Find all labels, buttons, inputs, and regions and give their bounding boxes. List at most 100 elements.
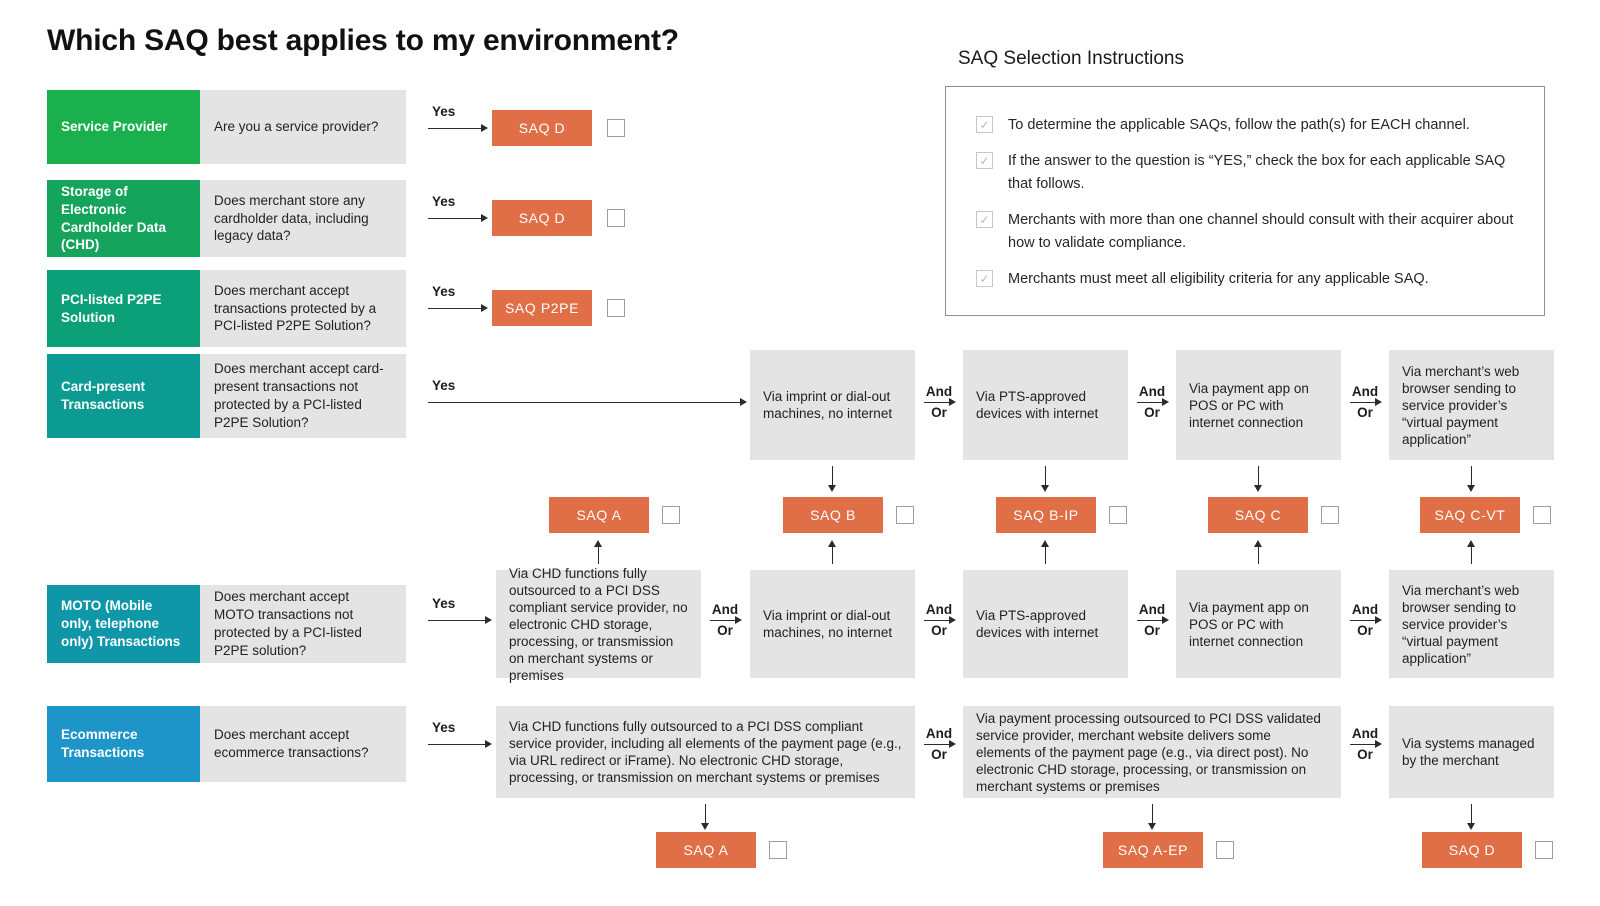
page-title: Which SAQ best applies to my environment… — [47, 24, 679, 57]
and-or-arrow — [710, 615, 742, 624]
saq-c-vt-checkbox[interactable] — [1533, 506, 1551, 524]
instruction-text: Merchants with more than one channel sho… — [1008, 212, 1514, 251]
up-arrow — [828, 540, 837, 564]
moto-option-outsourced: Via CHD functions fully outsourced to a … — [496, 566, 701, 683]
moto-option-payment-app: Via payment app on POS or PC with intern… — [1176, 570, 1341, 678]
card-present-option-payment-app: Via payment app on POS or PC with intern… — [1176, 350, 1341, 460]
down-arrow — [701, 804, 710, 830]
channel-question-card-present: Does merchant accept card-present transa… — [200, 354, 406, 438]
yes-label: Yes — [432, 284, 456, 299]
and-or-arrow — [1350, 397, 1382, 406]
saq-d-checkbox-service-provider[interactable] — [607, 119, 625, 137]
and-or-arrow — [924, 739, 956, 748]
yes-arrow — [428, 740, 492, 749]
yes-label: Yes — [432, 104, 456, 119]
checked-checkbox-icon: ✓ — [976, 270, 993, 287]
down-arrow — [1148, 804, 1157, 830]
and-or-arrow — [924, 397, 956, 406]
and-or-arrow — [1350, 739, 1382, 748]
saq-b-ip-checkbox[interactable] — [1109, 506, 1127, 524]
saq-c-box: SAQ C — [1208, 497, 1308, 533]
yes-arrow — [428, 124, 488, 133]
channel-label-storage-chd: Storage of Electronic Cardholder Data (C… — [47, 180, 200, 257]
card-present-option-web-browser: Via merchant’s web browser sending to se… — [1389, 350, 1554, 460]
and-or-connector: And Or — [924, 602, 956, 638]
saq-b-box: SAQ B — [783, 497, 883, 533]
instruction-item: ✓ Merchants must meet all eligibility cr… — [976, 268, 1516, 291]
channel-question-storage-chd: Does merchant store any cardholder data,… — [200, 180, 406, 257]
and-or-arrow — [1137, 615, 1169, 624]
yes-label: Yes — [432, 378, 456, 393]
ecommerce-option-merchant-systems: Via systems managed by the merchant — [1389, 706, 1554, 798]
instructions-title: SAQ Selection Instructions — [958, 48, 1184, 69]
instructions-panel: ✓ To determine the applicable SAQs, foll… — [945, 86, 1545, 316]
and-or-arrow — [1137, 397, 1169, 406]
saq-b-ip-box: SAQ B-IP — [996, 497, 1096, 533]
moto-option-pts: Via PTS-approved devices with internet — [963, 570, 1128, 678]
yes-arrow — [428, 616, 492, 625]
yes-label: Yes — [432, 194, 456, 209]
saq-c-checkbox[interactable] — [1321, 506, 1339, 524]
channel-question-moto: Does merchant accept MOTO transactions n… — [200, 585, 406, 663]
instruction-item: ✓ To determine the applicable SAQs, foll… — [976, 114, 1516, 137]
check-icon: ✓ — [979, 212, 990, 227]
instruction-item: ✓ Merchants with more than one channel s… — [976, 209, 1516, 255]
saq-d-box-service-provider: SAQ D — [492, 110, 592, 146]
saq-d-checkbox-bottom[interactable] — [1535, 841, 1553, 859]
saq-a-checkbox-mid[interactable] — [662, 506, 680, 524]
down-arrow — [1254, 466, 1263, 492]
moto-option-web-browser: Via merchant’s web browser sending to se… — [1389, 570, 1554, 678]
up-arrow — [1467, 540, 1476, 564]
saq-a-box-mid: SAQ A — [549, 497, 649, 533]
saq-c-vt-box: SAQ C-VT — [1420, 497, 1520, 533]
channel-label-card-present: Card-present Transactions — [47, 354, 200, 438]
yes-arrow — [428, 214, 488, 223]
saq-d-box-bottom: SAQ D — [1422, 832, 1522, 868]
check-icon: ✓ — [979, 117, 990, 132]
channel-label-ecommerce: Ecommerce Transactions — [47, 706, 200, 782]
saq-p2pe-box: SAQ P2PE — [492, 290, 592, 326]
yes-arrow — [428, 398, 747, 407]
and-or-connector: And Or — [710, 602, 742, 638]
channel-question-service-provider: Are you a service provider? — [200, 90, 406, 164]
and-or-connector: And Or — [924, 726, 956, 762]
channel-label-moto: MOTO (Mobile only, telephone only) Trans… — [47, 585, 200, 663]
down-arrow — [828, 466, 837, 492]
instruction-text: Merchants must meet all eligibility crit… — [1008, 271, 1429, 287]
saq-b-checkbox[interactable] — [896, 506, 914, 524]
ecommerce-option-direct-post: Via payment processing outsourced to PCI… — [963, 706, 1341, 798]
card-present-option-pts: Via PTS-approved devices with internet — [963, 350, 1128, 460]
and-or-connector: And Or — [1137, 384, 1169, 420]
card-present-option-imprint: Via imprint or dial-out machines, no int… — [750, 350, 915, 460]
saq-a-ep-box: SAQ A-EP — [1103, 832, 1203, 868]
and-or-connector: And Or — [924, 384, 956, 420]
check-icon: ✓ — [979, 271, 990, 286]
and-or-arrow — [924, 615, 956, 624]
instruction-text: To determine the applicable SAQs, follow… — [1008, 117, 1470, 133]
moto-option-imprint: Via imprint or dial-out machines, no int… — [750, 570, 915, 678]
saq-a-checkbox-bottom[interactable] — [769, 841, 787, 859]
down-arrow — [1467, 804, 1476, 830]
checked-checkbox-icon: ✓ — [976, 152, 993, 169]
and-or-connector: And Or — [1350, 602, 1382, 638]
channel-question-p2pe: Does merchant accept transactions protec… — [200, 270, 406, 347]
channel-label-service-provider: Service Provider — [47, 90, 200, 164]
yes-label: Yes — [432, 596, 456, 611]
check-icon: ✓ — [979, 153, 990, 168]
and-or-arrow — [1350, 615, 1382, 624]
up-arrow — [1041, 540, 1050, 564]
saq-d-checkbox-storage-chd[interactable] — [607, 209, 625, 227]
down-arrow — [1467, 466, 1476, 492]
and-or-connector: And Or — [1350, 384, 1382, 420]
saq-d-box-storage-chd: SAQ D — [492, 200, 592, 236]
yes-arrow — [428, 304, 488, 313]
channel-label-p2pe: PCI-listed P2PE Solution — [47, 270, 200, 347]
up-arrow — [594, 540, 603, 564]
saq-a-ep-checkbox[interactable] — [1216, 841, 1234, 859]
instruction-item: ✓ If the answer to the question is “YES,… — [976, 150, 1516, 196]
yes-label: Yes — [432, 720, 456, 735]
saq-p2pe-checkbox[interactable] — [607, 299, 625, 317]
checked-checkbox-icon: ✓ — [976, 116, 993, 133]
up-arrow — [1254, 540, 1263, 564]
